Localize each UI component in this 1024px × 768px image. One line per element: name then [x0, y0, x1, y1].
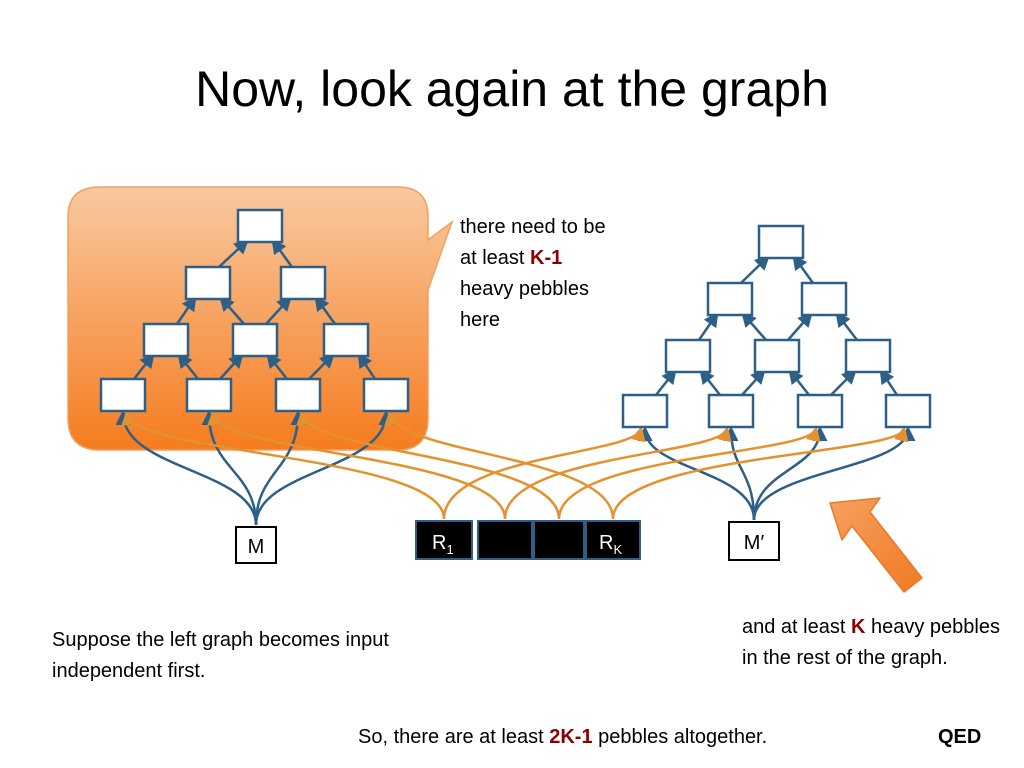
left-graph-node [185, 377, 233, 413]
left-graph-node [236, 208, 284, 244]
left-tree-edge [265, 295, 292, 325]
callout-line-1: there need to be [460, 216, 606, 238]
register-right-edge [442, 426, 646, 520]
callout-text: there need to be at least K-1 heavy pebb… [460, 212, 650, 336]
m-left-edge [254, 410, 394, 526]
callout-line-2: at least K-1 [460, 247, 563, 269]
bottom-right-emph: K [850, 616, 866, 638]
callout-line-4: here [460, 309, 501, 331]
left-tree-edge [271, 238, 294, 268]
callout-bubble [67, 186, 454, 451]
bottom-right-text: and at least K heavy pebbles in the rest… [742, 616, 1000, 669]
right-tree-edge [792, 254, 815, 284]
right-graph-node [757, 224, 805, 260]
right-graph-node [621, 393, 669, 429]
register-left-edge [207, 410, 507, 520]
pointer-arrow [829, 497, 923, 593]
left-tree-edge [218, 238, 249, 268]
right-tree-edge [655, 368, 677, 396]
m-right-edge [723, 426, 756, 521]
right-graph-node [706, 281, 754, 317]
left-graph-node [362, 377, 410, 413]
m-left-edge [115, 410, 258, 526]
bottom-left-text: Suppose the left graph becomes input ind… [52, 629, 389, 682]
left-graph-node [322, 322, 370, 358]
left-tree-edge [177, 352, 199, 380]
callout-line-3: heavy pebbles [460, 278, 589, 300]
register-left-edge [384, 410, 615, 520]
m-left-edge [254, 410, 306, 526]
register-right-edge [503, 426, 732, 520]
callout-emph: K-1 [530, 247, 563, 269]
right-tree-edge [787, 311, 813, 341]
left-graph-node [231, 322, 279, 358]
right-graph-node [707, 393, 755, 429]
right-graph-node [664, 338, 712, 374]
summary-emph: 2K-1 [549, 726, 593, 748]
left-graph-node [99, 377, 147, 413]
right-graph-node [844, 338, 892, 374]
graph-edges [115, 238, 916, 526]
left-tree-edge [308, 352, 335, 380]
left-tree-edge [175, 295, 197, 325]
left-tree-edge [357, 352, 377, 380]
register-rk-label: RK [599, 532, 622, 557]
right-graph-node [884, 393, 932, 429]
register-right-edge [557, 426, 821, 520]
left-tree-edge [266, 352, 288, 380]
slide-title: Now, look again at the graph [195, 61, 829, 117]
m-left-label: M [248, 536, 265, 558]
summary-text: So, there are at least 2K-1 pebbles alto… [358, 726, 768, 748]
right-graph-node [800, 281, 848, 317]
register-r1 [415, 520, 473, 560]
left-graph-node [142, 322, 190, 358]
left-graph-node [279, 265, 327, 301]
qed-label: QED [938, 726, 982, 748]
right-tree-edge [741, 368, 766, 396]
m-right-node [728, 521, 780, 561]
right-tree-edge [741, 311, 767, 341]
m-right-edge [752, 426, 916, 521]
m-left-edge [201, 410, 258, 526]
right-tree-edge [699, 368, 721, 396]
register-r3 [533, 520, 585, 560]
register-left-edge [121, 410, 446, 520]
register-r2 [477, 520, 533, 560]
register-rk [585, 520, 641, 560]
left-graph-node [184, 265, 232, 301]
register-r1-label: R1 [432, 532, 454, 557]
right-tree-edge [879, 368, 899, 396]
left-tree-edge [219, 295, 245, 325]
right-tree-edge [835, 311, 858, 341]
right-tree-edge [740, 254, 770, 284]
m-left-node [235, 526, 277, 564]
register-right-edge [611, 426, 909, 520]
left-graph-node [274, 377, 322, 413]
register-array: R1 RK [415, 520, 641, 560]
left-tree-edge [133, 352, 155, 380]
right-graph-node [796, 393, 844, 429]
right-tree-edge [788, 368, 810, 396]
right-graph-node [753, 338, 801, 374]
graph-nodes [99, 208, 932, 429]
left-tree-edge [219, 352, 244, 380]
register-edges [121, 410, 909, 520]
register-left-edge [296, 410, 561, 520]
right-tree-edge [697, 311, 719, 341]
left-tree-edge [314, 295, 337, 325]
right-tree-edge [830, 368, 857, 396]
m-right-label: M′ [744, 532, 765, 554]
